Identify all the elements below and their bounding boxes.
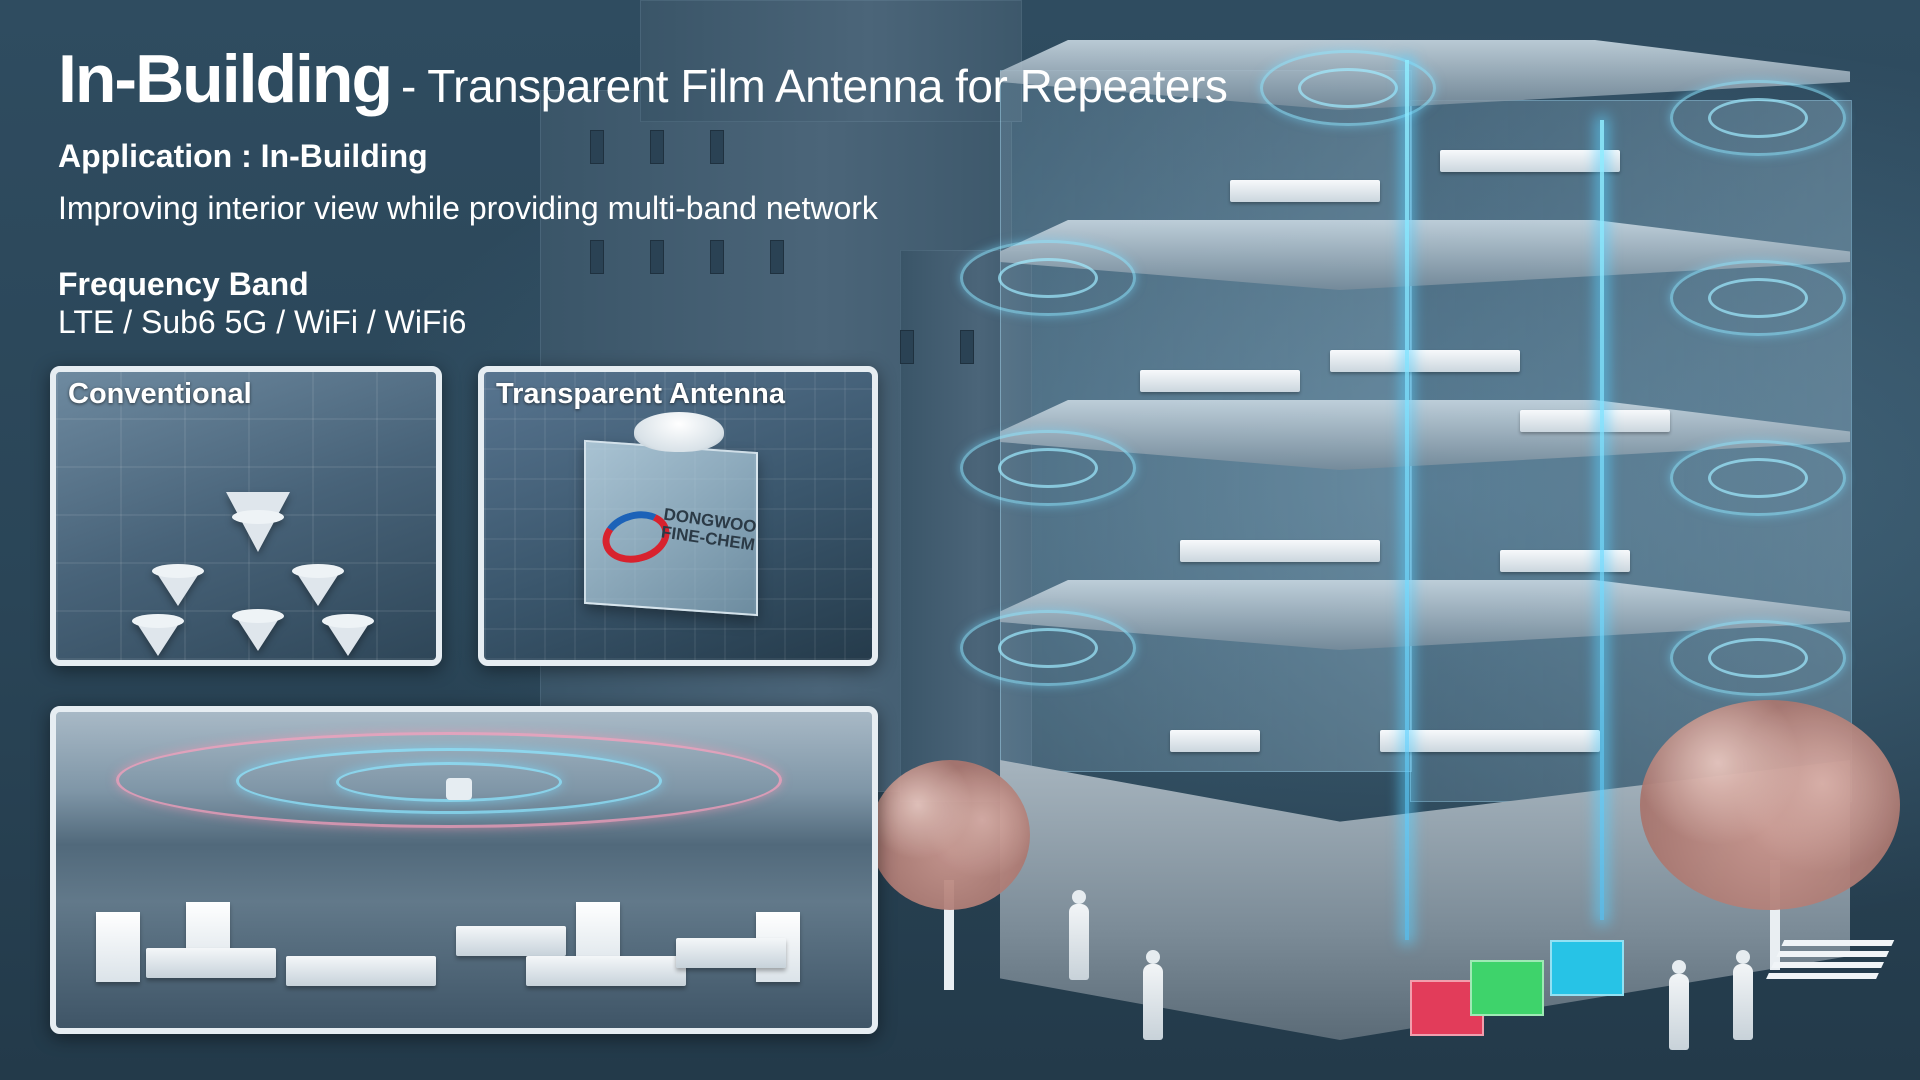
- office-desk: [676, 938, 786, 968]
- background-window: [710, 240, 724, 274]
- background-window: [650, 240, 664, 274]
- office-desk: [1440, 150, 1620, 172]
- background-window: [900, 330, 914, 364]
- glow-edge: [1405, 60, 1409, 940]
- office-desk: [1520, 410, 1670, 432]
- background-window: [710, 130, 724, 164]
- signal-wave: [960, 240, 1136, 316]
- conventional-antenna: [292, 564, 344, 606]
- background-window: [770, 240, 784, 274]
- tree-canopy: [870, 760, 1030, 910]
- office-partition: [96, 912, 140, 982]
- office-desk: [456, 926, 566, 956]
- conventional-antenna: [232, 609, 284, 651]
- color-block-green: [1470, 960, 1544, 1016]
- signal-ring: [116, 732, 782, 828]
- building-illustration: [960, 40, 1860, 1040]
- kitchen-counter: [1500, 550, 1630, 572]
- signal-ring: [336, 762, 562, 802]
- person-figure: [1730, 950, 1756, 1040]
- background-window: [590, 240, 604, 274]
- office-desk: [1140, 370, 1300, 392]
- person-figure: [1066, 890, 1092, 980]
- conventional-antenna: [152, 564, 204, 606]
- kitchen-counter: [1180, 540, 1380, 562]
- headline: In-Building- Transparent Film Antenna fo…: [58, 40, 1228, 118]
- office-desk: [1230, 180, 1380, 202]
- conventional-antenna: [132, 614, 184, 656]
- tree-canopy: [1640, 700, 1900, 910]
- office-panel: [50, 706, 878, 1034]
- signal-wave: [1670, 620, 1846, 696]
- office-desk: [146, 948, 276, 978]
- signal-ring: [236, 748, 662, 814]
- tree-trunk: [1770, 860, 1780, 970]
- color-block-cyan: [1550, 940, 1624, 996]
- signal-wave: [960, 430, 1136, 506]
- park-bench: [1763, 940, 1895, 984]
- signal-wave: [1670, 80, 1846, 156]
- background-window: [590, 130, 604, 164]
- conventional-label: Conventional: [68, 378, 252, 410]
- office-desk: [526, 956, 686, 986]
- bookshelf: [1380, 730, 1600, 752]
- signal-wave: [960, 610, 1136, 686]
- signal-wave: [1670, 260, 1846, 336]
- frequency-title: Frequency Band: [58, 266, 309, 302]
- glow-edge: [1600, 120, 1604, 920]
- conventional-panel: Conventional: [50, 366, 442, 666]
- description: Improving interior view while providing …: [58, 190, 878, 226]
- transparent-antenna-label: Transparent Antenna: [496, 378, 785, 410]
- conventional-antenna: [226, 492, 290, 552]
- application-label: Application : In-Building: [58, 138, 428, 174]
- background-window: [650, 130, 664, 164]
- lobby-sofa: [1170, 730, 1260, 752]
- transparent-antenna-panel: Transparent Antenna DONGWOO FINE-CHEM: [478, 366, 878, 666]
- headline-main: In-Building: [58, 41, 393, 117]
- ceiling-antenna: [446, 778, 472, 800]
- conventional-antenna: [322, 614, 374, 656]
- person-figure: [1666, 960, 1692, 1050]
- frequency-values: LTE / Sub6 5G / WiFi / WiFi6: [58, 304, 467, 340]
- tree-trunk: [944, 880, 954, 990]
- background-window: [960, 330, 974, 364]
- office-desk: [1330, 350, 1520, 372]
- signal-wave: [1260, 50, 1436, 126]
- signal-wave: [1670, 440, 1846, 516]
- office-desk: [286, 956, 436, 986]
- headline-sub: - Transparent Film Antenna for Repeaters: [401, 60, 1228, 112]
- dome-antenna: [634, 412, 724, 452]
- background-building: [640, 0, 1022, 122]
- person-figure: [1140, 950, 1166, 1040]
